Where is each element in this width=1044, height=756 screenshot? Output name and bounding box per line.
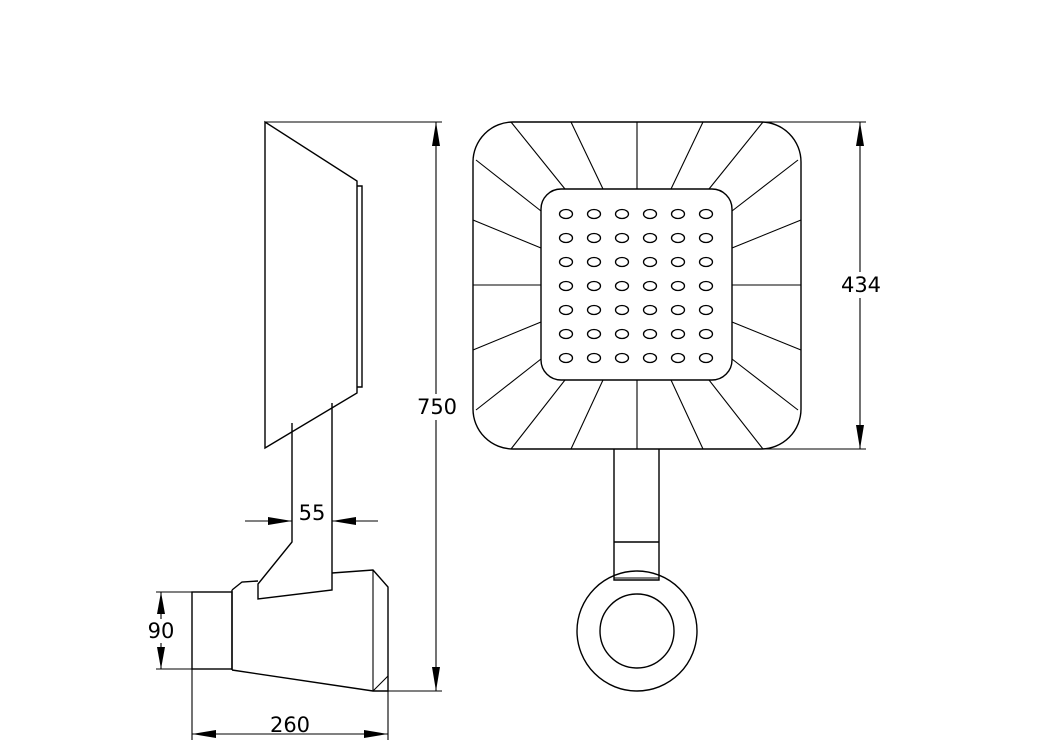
front-view-ray xyxy=(510,379,566,450)
nozzle-hole xyxy=(670,280,686,292)
dimension-base-diameter-label: 90 xyxy=(148,619,175,643)
nozzle-hole xyxy=(698,208,714,220)
dimension-handle-width: 55 xyxy=(245,501,378,525)
nozzle-hole xyxy=(586,208,602,220)
front-view-ray xyxy=(472,321,542,351)
side-view-connector xyxy=(191,591,233,670)
nozzle-hole xyxy=(642,232,658,244)
nozzle-hole xyxy=(698,304,714,316)
front-view-ray xyxy=(570,121,604,190)
front-view-ray xyxy=(708,379,764,450)
front-view-ray xyxy=(472,219,542,249)
front-view-ray xyxy=(510,121,566,190)
nozzle-hole xyxy=(698,232,714,244)
side-view-body-outline xyxy=(231,569,389,692)
front-view-base-ring-inner xyxy=(599,593,675,669)
front-view-ray xyxy=(731,219,802,249)
dimension-base-diameter: 90 xyxy=(146,591,192,670)
nozzle-hole xyxy=(670,328,686,340)
dimension-total-height-label: 750 xyxy=(417,395,457,419)
side-view-body-chamfer xyxy=(372,675,389,692)
nozzle-hole xyxy=(642,352,658,364)
side-view-face-plate xyxy=(357,185,363,388)
nozzle-hole xyxy=(558,256,574,268)
nozzle-hole xyxy=(614,280,630,292)
front-view-ray xyxy=(670,121,704,190)
front-view-rays xyxy=(472,121,802,450)
nozzle-hole xyxy=(558,304,574,316)
nozzle-hole xyxy=(614,256,630,268)
nozzle-hole xyxy=(586,280,602,292)
nozzle-hole xyxy=(642,328,658,340)
front-view xyxy=(472,121,802,692)
front-view-ray xyxy=(475,358,542,411)
front-view-ray xyxy=(731,358,799,411)
nozzle-hole xyxy=(642,256,658,268)
nozzle-hole xyxy=(698,352,714,364)
front-view-base-ring-outer xyxy=(576,570,698,692)
dimension-head-height-label: 434 xyxy=(841,273,881,297)
nozzle-hole xyxy=(670,208,686,220)
nozzle-hole xyxy=(586,352,602,364)
nozzle-hole xyxy=(558,280,574,292)
nozzle-hole xyxy=(642,280,658,292)
nozzle-hole xyxy=(614,304,630,316)
nozzle-hole xyxy=(642,304,658,316)
front-view-ray xyxy=(708,121,764,190)
front-view-handle xyxy=(613,449,660,581)
nozzle-hole xyxy=(642,208,658,220)
front-view-nozzle-holes xyxy=(558,208,714,364)
nozzle-hole xyxy=(558,208,574,220)
nozzle-hole xyxy=(698,256,714,268)
nozzle-hole xyxy=(698,328,714,340)
nozzle-hole xyxy=(558,232,574,244)
side-view xyxy=(191,120,389,692)
nozzle-hole xyxy=(614,352,630,364)
nozzle-hole xyxy=(586,232,602,244)
dimension-total-height: 750 xyxy=(265,121,458,692)
side-view-head xyxy=(264,120,358,450)
front-view-ray xyxy=(731,159,799,212)
dimension-head-height: 434 xyxy=(760,121,884,450)
nozzle-hole xyxy=(614,232,630,244)
nozzle-hole xyxy=(586,328,602,340)
nozzle-hole xyxy=(698,280,714,292)
nozzle-hole xyxy=(558,352,574,364)
dimension-handle-width-label: 55 xyxy=(299,501,326,525)
nozzle-hole xyxy=(670,232,686,244)
front-view-ray xyxy=(731,321,802,351)
nozzle-hole xyxy=(586,256,602,268)
dimension-base-length-label: 260 xyxy=(270,713,310,737)
nozzle-hole xyxy=(670,304,686,316)
front-view-ray xyxy=(670,379,704,450)
nozzle-hole xyxy=(670,352,686,364)
dimension-base-length: 260 xyxy=(191,669,389,740)
side-view-handle xyxy=(257,403,333,600)
nozzle-hole xyxy=(586,304,602,316)
nozzle-hole xyxy=(670,256,686,268)
nozzle-hole xyxy=(614,328,630,340)
nozzle-hole xyxy=(614,208,630,220)
front-view-ray xyxy=(570,379,604,450)
front-view-ray xyxy=(475,159,542,212)
nozzle-hole xyxy=(558,328,574,340)
side-view-body xyxy=(231,580,259,591)
